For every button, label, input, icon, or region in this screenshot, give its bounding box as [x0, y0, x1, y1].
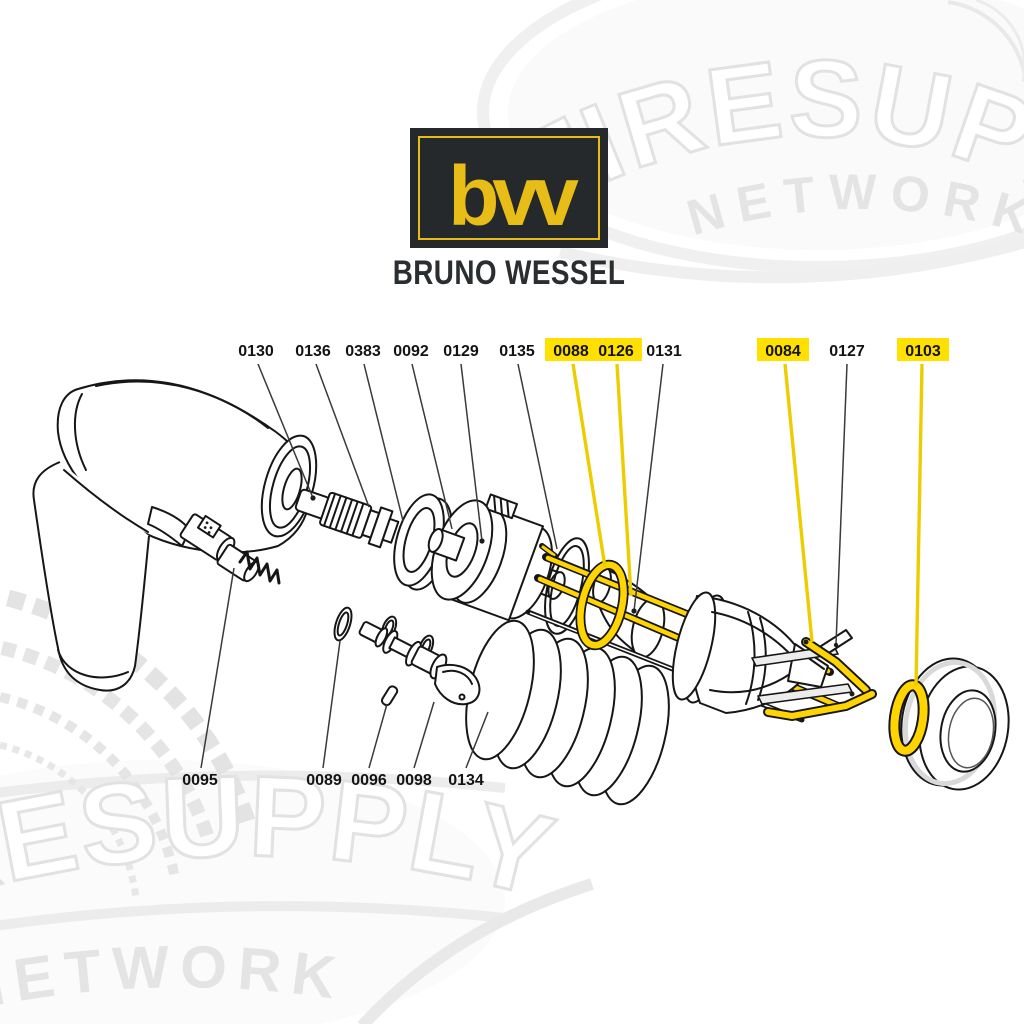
part-spring-0134	[465, 619, 670, 806]
tire-tread-watermark	[0, 589, 257, 899]
leader-lines	[200, 363, 924, 769]
part-jaw-linkage	[751, 629, 877, 721]
part-label-0092: 0092	[393, 343, 429, 360]
svg-text:0130: 0130	[238, 343, 274, 360]
tool-drawing: 0130 0136 0383 0092 0129 0135 0088 0126 …	[32, 338, 1010, 806]
part-label-0383: 0383	[345, 343, 381, 360]
svg-text:0096: 0096	[351, 772, 387, 789]
part-oring-0088	[575, 559, 629, 651]
svg-text:0098: 0098	[396, 772, 432, 789]
svg-text:0135: 0135	[499, 343, 535, 360]
part-piston-assembly	[427, 493, 566, 622]
part-label-0088-highlighted: 0088	[545, 338, 597, 361]
part-nose-ring	[900, 657, 1010, 791]
part-labels-bottom: 0095 0089 0096 0098 0134	[182, 772, 484, 789]
svg-text:0134: 0134	[448, 772, 484, 789]
part-oring-0103	[888, 679, 930, 757]
logo-box	[410, 128, 608, 248]
part-label-0098: 0098	[396, 772, 432, 789]
part-labels-top: 0130 0136 0383 0092 0129 0135 0088 0126 …	[238, 338, 682, 361]
part-spring-0095	[238, 550, 281, 585]
part-label-0134: 0134	[448, 772, 484, 789]
logo-brand-name: BRUNO WESSEL	[393, 253, 626, 291]
part-label-0103-highlighted: 0103	[897, 338, 949, 361]
part-label-0126-highlighted: 0126	[590, 338, 642, 361]
part-label-0131: 0131	[646, 343, 682, 360]
part-label-0135: 0135	[499, 343, 535, 360]
svg-text:0089: 0089	[306, 772, 342, 789]
svg-text:0092: 0092	[393, 343, 429, 360]
svg-text:0088: 0088	[553, 343, 589, 360]
svg-text:0084: 0084	[765, 343, 801, 360]
gun-body	[32, 379, 318, 692]
bruno-wessel-logo: bvv BRUNO WESSEL	[393, 128, 626, 292]
svg-text:0383: 0383	[345, 343, 381, 360]
svg-text:0095: 0095	[182, 772, 218, 789]
svg-text:0126: 0126	[598, 343, 634, 360]
part-label-0096: 0096	[351, 772, 387, 789]
part-labels-right: 0084 0127 0103	[757, 338, 949, 361]
part-label-0129: 0129	[443, 343, 479, 360]
part-label-0136: 0136	[295, 343, 331, 360]
tiresupply-watermark-bottom: RESUPPLY NETWORK	[0, 589, 594, 1024]
part-small-parts	[333, 606, 481, 707]
svg-text:0103: 0103	[905, 343, 941, 360]
svg-text:0131: 0131	[646, 343, 682, 360]
part-label-0127: 0127	[829, 343, 865, 360]
part-label-0089: 0089	[306, 772, 342, 789]
svg-text:0136: 0136	[295, 343, 331, 360]
part-shaft-threads	[294, 488, 400, 549]
svg-text:0129: 0129	[443, 343, 479, 360]
part-label-0095: 0095	[182, 772, 218, 789]
logo-monogram: bvv	[448, 149, 579, 243]
part-label-0130: 0130	[238, 343, 274, 360]
svg-text:0127: 0127	[829, 343, 865, 360]
part-label-0084-highlighted: 0084	[757, 338, 809, 361]
